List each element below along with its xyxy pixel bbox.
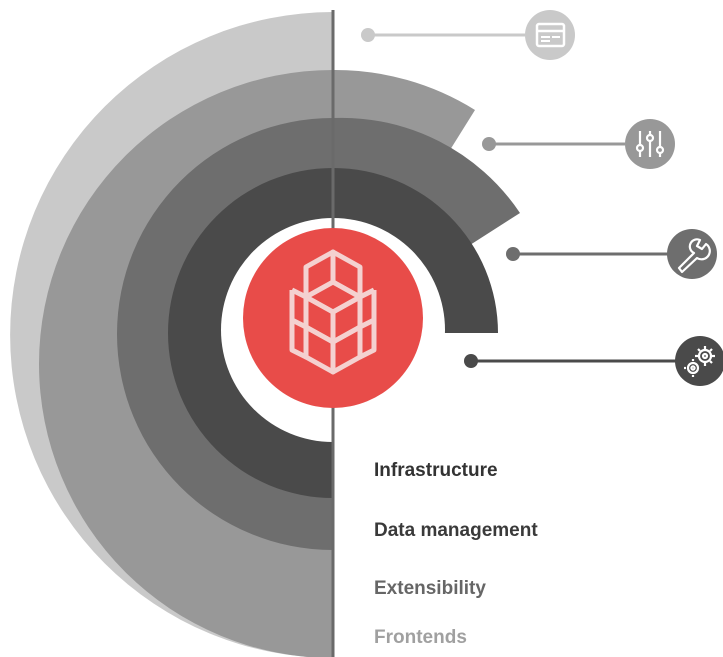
label-extensibility: Extensibility — [374, 578, 486, 599]
label-infrastructure: Infrastructure — [374, 460, 498, 481]
layout-window-icon — [525, 10, 575, 60]
gear-icon — [675, 336, 723, 386]
cube-grid-icon — [289, 249, 377, 375]
connector-extensibility — [482, 119, 675, 169]
connector-frontends — [361, 10, 575, 60]
connector-infrastructure — [464, 336, 723, 386]
label-frontends: Frontends — [374, 627, 467, 648]
label-data-management: Data management — [374, 520, 538, 541]
connector-data-management — [506, 229, 717, 279]
